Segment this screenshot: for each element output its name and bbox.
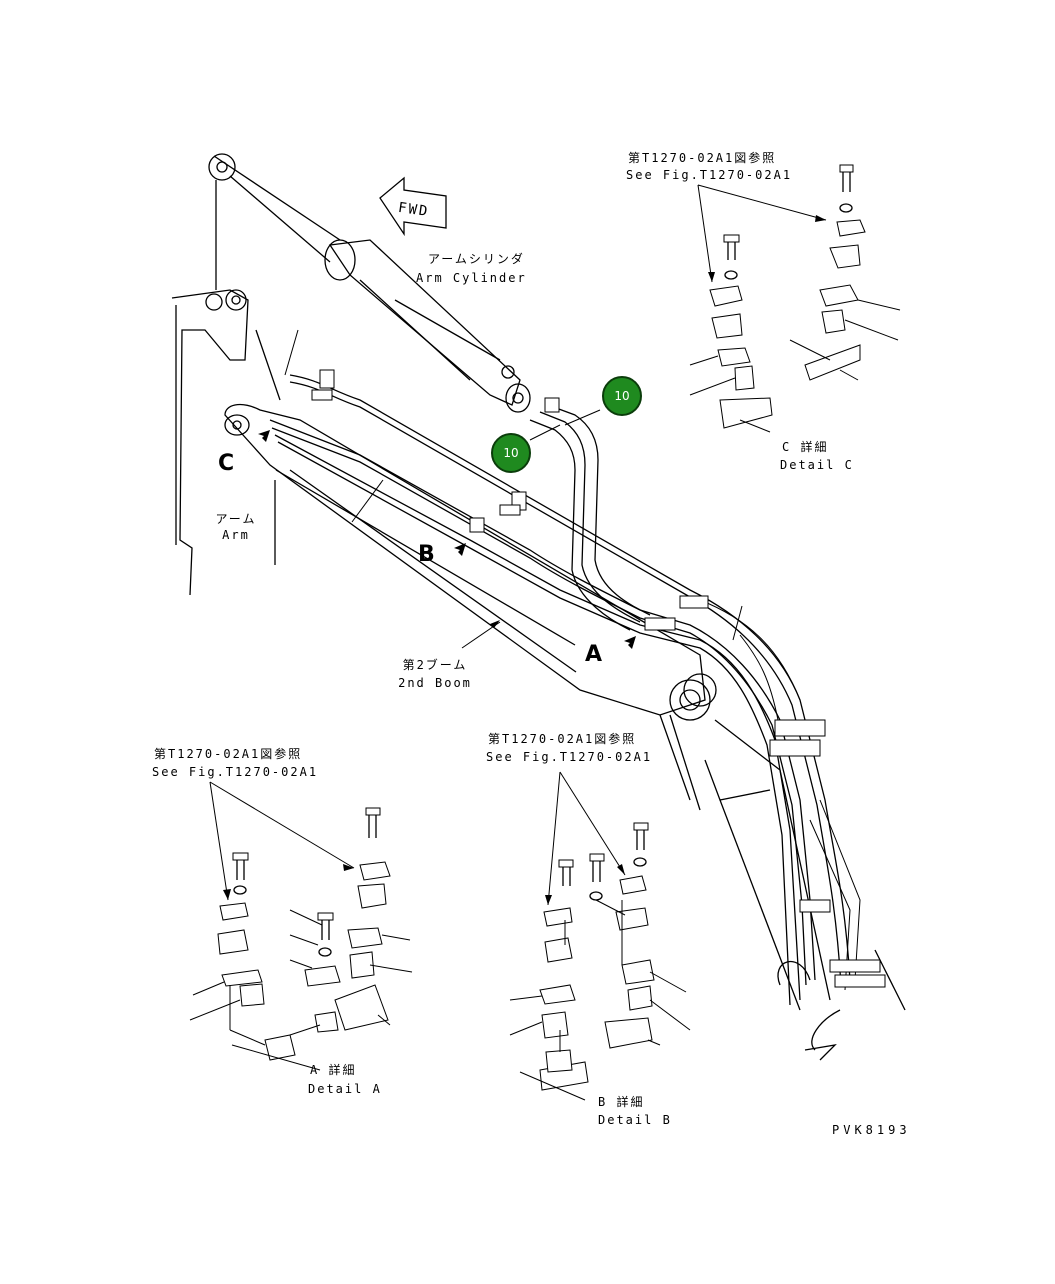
callout-10-upper[interactable]: 10 <box>602 376 642 416</box>
arm-cylinder-label-en: Arm Cylinder <box>416 271 527 285</box>
detail-c-title-en: Detail C <box>780 458 854 472</box>
callout-number: 10 <box>614 389 630 403</box>
hose-clamps <box>311 369 886 988</box>
detail-b-title-en: Detail B <box>598 1113 672 1127</box>
detail-b-title-jp: B 詳細 <box>598 1095 645 1109</box>
detail-a-ref-jp[interactable]: 第T1270-02A1図参照 <box>154 747 303 761</box>
callout-10-lower[interactable]: 10 <box>491 433 531 473</box>
detail-c-ref-jp[interactable]: 第T1270-02A1図参照 <box>628 151 777 165</box>
boom-label-jp: 第2ブーム <box>402 658 468 672</box>
arm-cylinder <box>208 153 531 413</box>
detail-b-ref-jp[interactable]: 第T1270-02A1図参照 <box>488 732 637 746</box>
arm-label-en: Arm <box>222 528 250 542</box>
detail-b <box>509 771 691 1101</box>
detail-c <box>689 164 901 433</box>
detail-b-ref-en[interactable]: See Fig.T1270-02A1 <box>486 750 653 764</box>
detail-a <box>189 781 413 1071</box>
detail-a-title-en: Detail A <box>308 1082 382 1096</box>
boom-label-en: 2nd Boom <box>398 676 472 690</box>
callout-number: 10 <box>503 446 519 460</box>
arm-structure <box>171 289 576 646</box>
view-b-letter: B <box>418 542 435 567</box>
arm-cylinder-label-jp: アームシリンダ <box>428 252 525 266</box>
view-arrows <box>248 430 636 660</box>
second-boom <box>224 403 906 1061</box>
fwd-arrow <box>379 176 447 237</box>
leader-lines <box>284 329 743 649</box>
detail-c-ref-en[interactable]: See Fig.T1270-02A1 <box>626 168 793 182</box>
detail-c-title-jp: C 詳細 <box>782 440 829 454</box>
fwd-label: FWD <box>397 199 431 221</box>
detail-a-ref-en[interactable]: See Fig.T1270-02A1 <box>152 765 319 779</box>
arm-label-jp: アーム <box>215 512 257 526</box>
detail-a-title-jp: A 詳細 <box>310 1063 357 1077</box>
drawing-id: PVK8193 <box>832 1123 911 1137</box>
view-a-letter: A <box>585 642 603 667</box>
view-c-letter: C <box>218 451 235 476</box>
